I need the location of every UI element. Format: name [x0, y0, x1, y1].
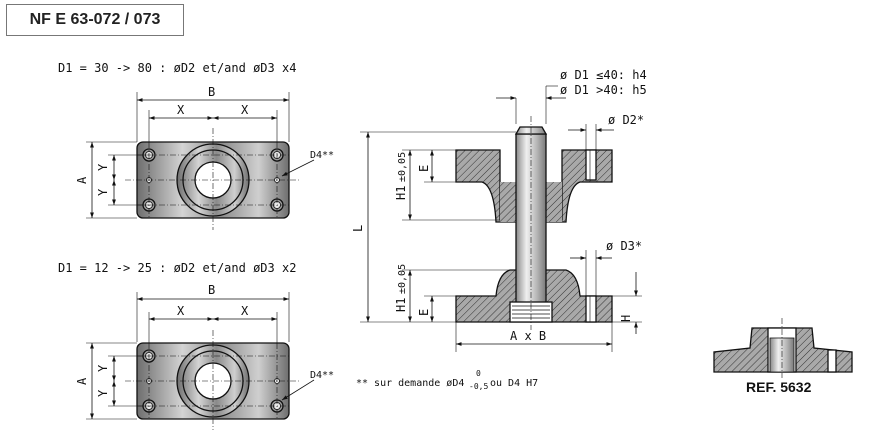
top-small-dim-x-right: X — [241, 304, 249, 318]
top-view-small-caption: D1 = 12 -> 25 : øD2 et/and øD3 x2 — [58, 261, 296, 275]
top-large-dim-b: B — [208, 85, 215, 99]
section-dim-h1-lower: H1 — [394, 298, 408, 312]
reference-part: REF. 5632 — [713, 318, 853, 395]
footnote: ** sur demande øD4 0 -0,5 ou D4 H7 — [356, 369, 538, 391]
section-d3-label: ø D3* — [606, 239, 642, 253]
standard-label-box: NF E 63-072 / 073 — [6, 4, 184, 36]
top-small-dim-y-lower: Y — [96, 389, 110, 397]
top-small-dim-x-left: X — [177, 304, 185, 318]
top-view-large: D1 = 30 -> 80 : øD2 et/and øD3 x4 B X X — [58, 61, 334, 230]
section-upper-flange — [455, 149, 613, 223]
section-dim-l: L — [351, 225, 365, 232]
section-dim-e-lower: E — [417, 309, 431, 316]
section-dim-h: H — [619, 315, 633, 322]
section-dim-h1-lower-tol: ±0,05 — [397, 264, 408, 294]
section-dim-axb: A x B — [510, 329, 546, 343]
top-view-small: D1 = 12 -> 25 : øD2 et/and øD3 x2 B X X — [58, 261, 334, 430]
section-dim-e-upper: E — [417, 165, 431, 172]
footnote-prefix: ** sur demande øD4 — [356, 378, 464, 389]
section-dim-h1-upper: H1 — [394, 186, 408, 200]
section-dim-h1-upper-tol: ±0,05 — [397, 152, 408, 182]
top-large-dim-x-right: X — [241, 103, 249, 117]
top-view-large-caption: D1 = 30 -> 80 : øD2 et/and øD3 x4 — [58, 61, 296, 75]
section-view: ø D1 ≤40: h4 ø D1 >40: h5 — [351, 68, 647, 352]
footnote-suffix: ou D4 H7 — [490, 378, 538, 389]
top-small-dim-y-upper: Y — [96, 364, 110, 372]
footnote-tol-upper: 0 — [476, 369, 481, 378]
top-large-hole-label: D4** — [310, 150, 334, 161]
standard-label: NF E 63-072 / 073 — [29, 11, 161, 28]
top-large-dim-y-lower: Y — [96, 188, 110, 196]
section-tol-line1: ø D1 ≤40: h4 — [560, 68, 647, 82]
section-tol-line2: ø D1 >40: h5 — [560, 83, 647, 97]
top-small-hole-label: D4** — [310, 370, 334, 381]
reference-label: REF. 5632 — [746, 379, 812, 395]
top-large-dim-x-left: X — [177, 103, 185, 117]
top-small-dim-a: A — [75, 377, 89, 385]
section-d2-label: ø D2* — [608, 113, 644, 127]
top-large-dim-a: A — [75, 176, 89, 184]
top-large-dim-y-upper: Y — [96, 163, 110, 171]
footnote-tol-lower: -0,5 — [469, 382, 488, 391]
top-small-dim-b: B — [208, 283, 215, 297]
